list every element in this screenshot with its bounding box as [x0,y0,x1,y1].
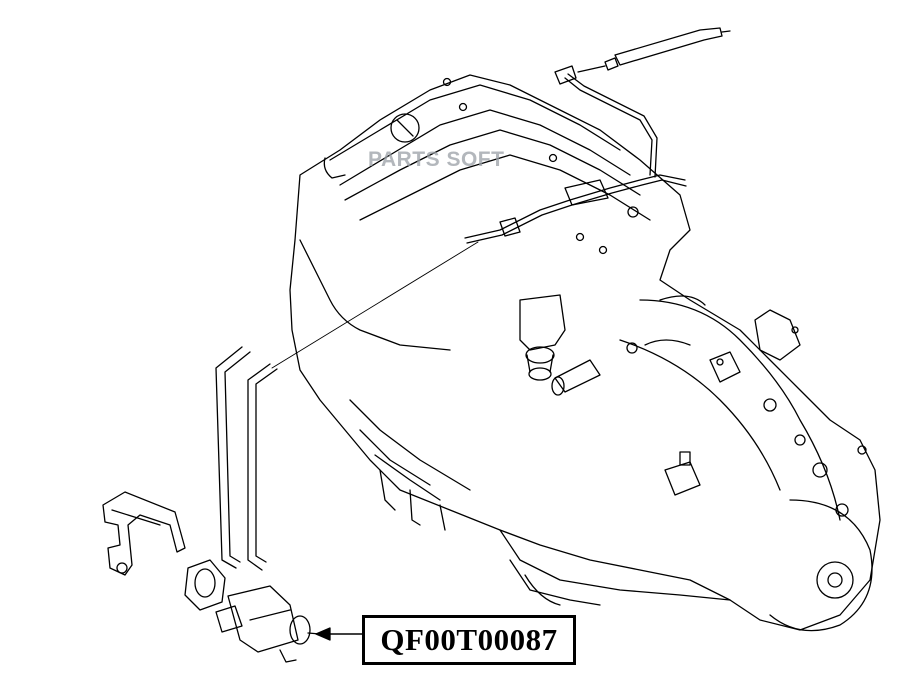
watermark-text: PARTS SOFT [368,148,505,171]
part-number-callout[interactable]: QF00T00087 [362,615,576,665]
solenoid-valve [215,585,321,663]
mounting-bracket [102,491,186,576]
rubber-mount [184,559,226,611]
vacuum-hoses [215,346,278,571]
part-number-label: QF00T00087 [380,622,558,657]
callout-arrow [315,627,363,641]
engine-block [289,74,881,632]
leader-line [271,241,479,369]
vacuum-pipe [464,27,731,244]
